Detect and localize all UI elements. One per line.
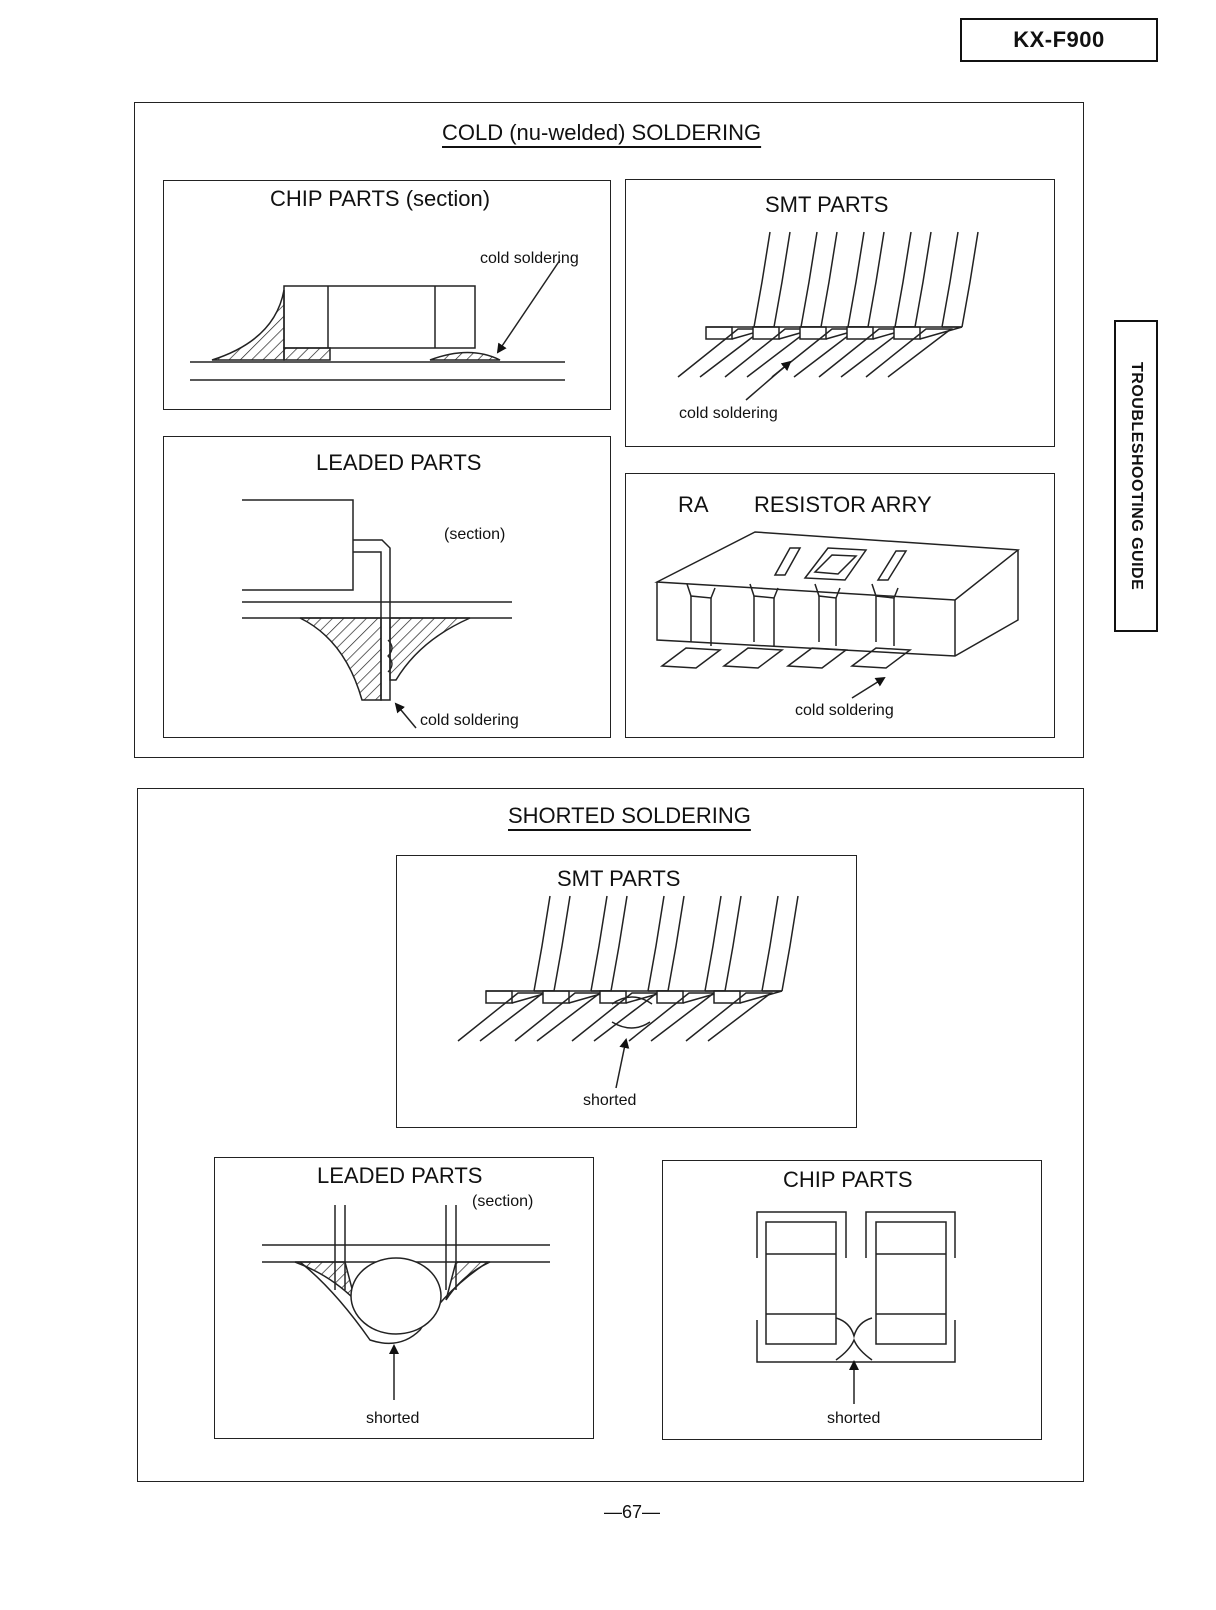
cold-leaded-parts-callout: cold soldering — [420, 712, 519, 729]
shorted-chip-parts-title: CHIP PARTS — [783, 1167, 913, 1192]
model-number: KX-F900 — [960, 18, 1158, 62]
shorted-chip-parts-callout: shorted — [827, 1410, 881, 1427]
cold-leaded-parts-note: (section) — [444, 526, 506, 543]
section-tab-label: TROUBLESHOOTING GUIDE — [1128, 361, 1145, 591]
shorted-leaded-parts-title: LEADED PARTS — [317, 1163, 483, 1188]
shorted-smt-parts-callout: shorted — [583, 1092, 637, 1109]
shorted-smt-parts-panel — [396, 855, 857, 1128]
cold-chip-parts-callout: cold soldering — [480, 250, 579, 267]
shorted-soldering-title: SHORTED SOLDERING — [508, 803, 751, 828]
shorted-smt-parts-title: SMT PARTS — [557, 866, 681, 891]
shorted-leaded-parts-panel — [214, 1157, 594, 1439]
shorted-leaded-parts-callout: shorted — [366, 1410, 420, 1427]
cold-chip-parts-title: CHIP PARTS (section) — [270, 186, 491, 211]
cold-smt-parts-title: SMT PARTS — [765, 192, 889, 217]
resistor-array-panel — [625, 473, 1055, 738]
shorted-leaded-parts-note: (section) — [472, 1193, 534, 1210]
resistor-array-callout: cold soldering — [795, 702, 894, 719]
resistor-array-code: RA — [678, 492, 709, 517]
section-tab: TROUBLESHOOTING GUIDE — [1114, 320, 1158, 632]
cold-soldering-title: COLD (nu-welded) SOLDERING — [442, 120, 762, 145]
cold-chip-parts-panel — [163, 180, 611, 410]
cold-leaded-parts-panel — [163, 436, 611, 738]
shorted-soldering-section — [137, 788, 1084, 1482]
shorted-chip-parts-panel — [662, 1160, 1042, 1440]
cold-smt-parts-callout: cold soldering — [679, 405, 778, 422]
page-number: —67— — [604, 1502, 661, 1522]
cold-smt-parts-panel — [625, 179, 1055, 447]
cold-soldering-section — [134, 102, 1084, 758]
cold-leaded-parts-title: LEADED PARTS — [316, 450, 482, 475]
resistor-array-title: RESISTOR ARRY — [754, 492, 932, 517]
